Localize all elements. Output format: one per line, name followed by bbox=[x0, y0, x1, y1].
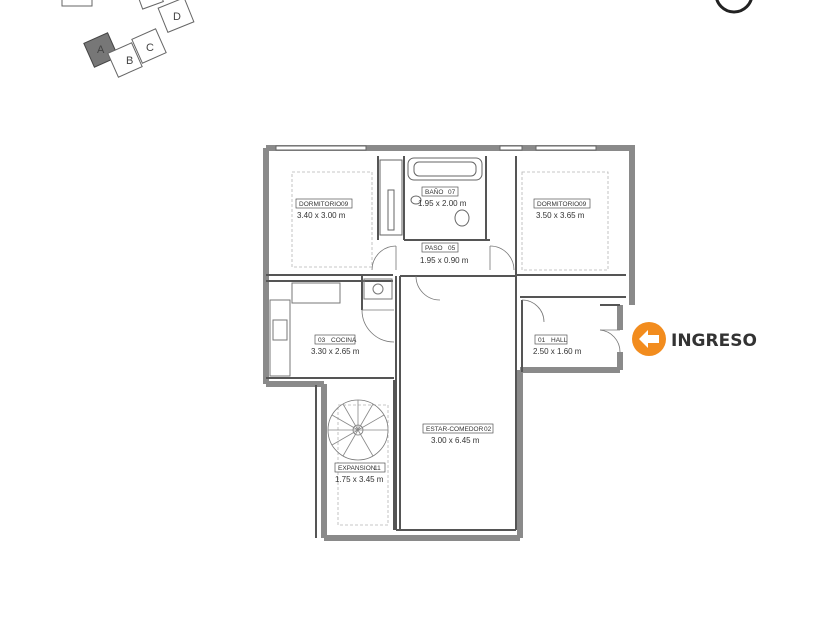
key-plan: A B C D bbox=[61, 0, 195, 78]
room-number: 05 bbox=[448, 245, 456, 252]
room-name: DORMITORIO bbox=[537, 201, 579, 208]
room-cocina: 03 COCINA 3.30 x 2.65 m bbox=[311, 334, 360, 356]
spiral-stair bbox=[327, 399, 389, 461]
key-plan-letter-a: A bbox=[97, 44, 105, 56]
key-plan-letter-b: B bbox=[126, 55, 133, 67]
key-plan-selected-unit bbox=[83, 32, 119, 68]
floor-plan: DORMITORIO 09 3.40 x 3.00 m BAÑO 07 1.95… bbox=[263, 145, 635, 541]
room-number: 03 bbox=[318, 337, 326, 344]
room-name: PASO bbox=[425, 245, 443, 252]
room-number: 01 bbox=[538, 337, 546, 344]
room-name: DORMITORIO bbox=[299, 201, 341, 208]
room-name: BAÑO bbox=[425, 187, 443, 196]
room-estar-comedor: ESTAR-COMEDOR 02 3.00 x 6.45 m bbox=[422, 423, 494, 445]
room-dimensions: 3.30 x 2.65 m bbox=[311, 347, 360, 356]
room-number: 07 bbox=[448, 189, 456, 196]
room-number: 02 bbox=[484, 426, 492, 433]
room-dormitorio-left: DORMITORIO 09 3.40 x 3.00 m bbox=[295, 198, 353, 220]
room-name: HALL bbox=[551, 337, 568, 344]
room-dimensions: 3.50 x 3.65 m bbox=[536, 211, 585, 220]
key-plan-letter-c: C bbox=[146, 42, 154, 54]
room-hall: 01 HALL 2.50 x 1.60 m bbox=[533, 334, 582, 356]
room-name: ESTAR-COMEDOR bbox=[426, 426, 484, 433]
room-number: 11 bbox=[374, 465, 381, 472]
entry-label: INGRESO bbox=[671, 331, 757, 351]
room-bano: BAÑO 07 1.95 x 2.00 m bbox=[418, 186, 467, 208]
room-name: EXPANSION bbox=[338, 465, 376, 472]
room-dimensions: 1.95 x 2.00 m bbox=[418, 199, 467, 208]
room-number: 09 bbox=[341, 201, 349, 208]
room-dimensions: 1.95 x 0.90 m bbox=[420, 256, 469, 265]
room-dimensions: 2.50 x 1.60 m bbox=[533, 347, 582, 356]
room-dormitorio-right: DORMITORIO 09 3.50 x 3.65 m bbox=[533, 198, 591, 220]
entry-marker: INGRESO bbox=[632, 322, 757, 356]
key-plan-letter-d: D bbox=[173, 11, 181, 23]
room-dimensions: 3.00 x 6.45 m bbox=[431, 436, 480, 445]
north-symbol bbox=[715, 0, 753, 14]
room-number: 09 bbox=[579, 201, 587, 208]
room-dimensions: 3.40 x 3.00 m bbox=[297, 211, 346, 220]
room-dimensions: 1.75 x 3.45 m bbox=[335, 475, 384, 484]
room-paso: PASO 05 1.95 x 0.90 m bbox=[420, 242, 469, 265]
room-name: COCINA bbox=[331, 337, 357, 344]
room-expansion: EXPANSION 11 1.75 x 3.45 m bbox=[334, 462, 386, 484]
